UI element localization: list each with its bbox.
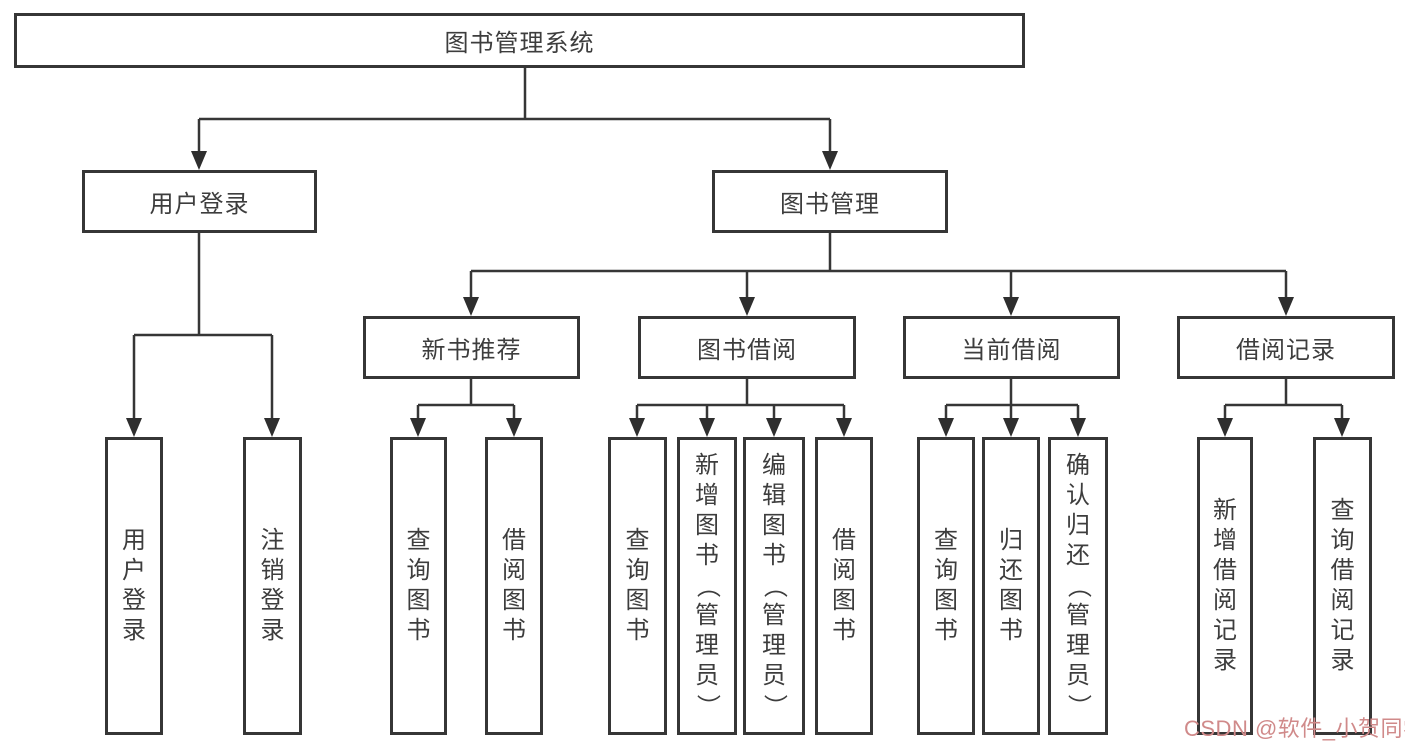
leaf-logout: 注销登录 (243, 437, 302, 735)
leaf-current-query-books: 查询图书 (917, 437, 975, 735)
leaf-query-borrow-record-label: 查询借阅记录 (1330, 497, 1355, 674)
leaf-recommend-query-books-label: 查询图书 (406, 527, 431, 644)
node-new-book-recommend: 新书推荐 (363, 316, 580, 379)
node-book-management-label: 图书管理 (780, 191, 880, 218)
leaf-recommend-borrow-books: 借阅图书 (485, 437, 543, 735)
node-current-borrowing: 当前借阅 (903, 316, 1120, 379)
leaf-edit-books-admin: 编辑图书（管理员） (743, 437, 805, 735)
node-book-management: 图书管理 (712, 170, 948, 233)
leaf-logout-label: 注销登录 (260, 527, 285, 644)
leaf-borrow-books-label: 借阅图书 (832, 527, 856, 644)
leaf-user-login: 用户登录 (105, 437, 163, 735)
node-new-book-recommend-label: 新书推荐 (421, 337, 522, 364)
node-user-login-label: 用户登录 (149, 191, 250, 218)
node-user-login: 用户登录 (82, 170, 317, 233)
leaf-add-books-admin-label: 新增图书（管理员） (694, 452, 721, 718)
leaf-edit-books-admin-label: 编辑图书（管理员） (761, 452, 788, 718)
leaf-add-books-admin: 新增图书（管理员） (677, 437, 737, 735)
node-book-borrowing-label: 图书借阅 (697, 337, 797, 364)
leaf-borrowing-query-books: 查询图书 (608, 437, 667, 735)
leaf-recommend-borrow-books-label: 借阅图书 (502, 527, 526, 644)
node-borrowing-records-label: 借阅记录 (1236, 337, 1336, 364)
leaf-user-login-label: 用户登录 (122, 527, 146, 644)
leaf-borrowing-query-books-label: 查询图书 (625, 527, 650, 644)
root-node-label: 图书管理系统 (444, 30, 595, 57)
leaf-confirm-return-admin: 确认归还（管理员） (1048, 437, 1108, 735)
leaf-return-books-label: 归还图书 (999, 527, 1023, 644)
node-borrowing-records: 借阅记录 (1177, 316, 1395, 379)
leaf-current-query-books-label: 查询图书 (934, 527, 958, 644)
leaf-add-borrow-record-label: 新增借阅记录 (1213, 497, 1237, 674)
leaf-borrow-books: 借阅图书 (815, 437, 873, 735)
leaf-query-borrow-record: 查询借阅记录 (1313, 437, 1372, 735)
csdn-watermark: CSDN @软件_小贺同学 (1184, 716, 1405, 741)
node-current-borrowing-label: 当前借阅 (961, 337, 1062, 364)
leaf-return-books: 归还图书 (982, 437, 1040, 735)
node-book-borrowing: 图书借阅 (638, 316, 856, 379)
leaf-confirm-return-admin-label: 确认归还（管理员） (1065, 452, 1092, 718)
leaf-add-borrow-record: 新增借阅记录 (1197, 437, 1253, 735)
root-node-library-system: 图书管理系统 (14, 13, 1025, 68)
leaf-recommend-query-books: 查询图书 (390, 437, 447, 735)
